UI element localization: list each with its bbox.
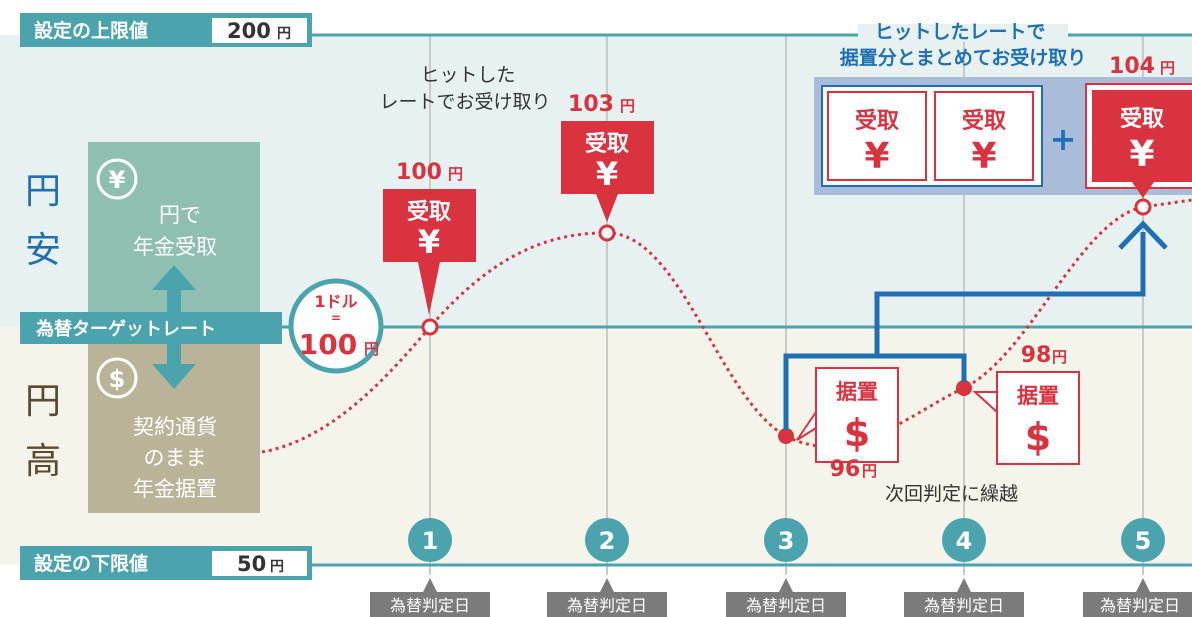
judgment-4: 4 xyxy=(942,518,986,562)
receive-text-5: 受取 xyxy=(1120,106,1164,132)
rate-label-3: 96 円 xyxy=(830,457,877,482)
judgment-tag-1-text: 為替判定日 xyxy=(390,596,470,615)
rate-2-unit: 円 xyxy=(620,97,635,115)
marker-1 xyxy=(421,318,439,336)
dollar-pillar-line1: 契約通貨 xyxy=(133,415,217,439)
hit-receive-line1: ヒットした xyxy=(420,64,515,86)
zone-strong-yen-2: 高 xyxy=(25,441,61,482)
marker-3 xyxy=(778,428,794,444)
rate-1-value: 100 xyxy=(396,160,442,185)
yen-pillar-line2: 年金受取 xyxy=(133,235,217,259)
marker-2 xyxy=(598,224,616,242)
judgment-2: 2 xyxy=(585,518,629,562)
zone-strong-yen-1: 円 xyxy=(25,381,61,422)
badge-equals: = xyxy=(331,311,341,325)
judgment-5: 5 xyxy=(1121,518,1165,562)
judgment-2-num: 2 xyxy=(599,527,616,555)
carry-over-text: 次回判定に繰越 xyxy=(885,483,1018,505)
target-rate-badge: 1ドル = 100 円 xyxy=(288,278,384,374)
deferral-path xyxy=(783,232,1146,430)
hit-lump-label-bg xyxy=(858,24,1068,42)
receive-text-1: 受取 xyxy=(407,199,451,225)
judgment-tag-3-text: 為替判定日 xyxy=(746,596,826,615)
rate-label-2: 103 円 xyxy=(568,92,635,117)
defer-text-4: 据置 xyxy=(1017,384,1059,408)
badge-value: 100 xyxy=(299,328,357,361)
rate-label-4: 98 円 xyxy=(1021,343,1067,368)
judgment-3: 3 xyxy=(764,518,808,562)
target-rate-label: 為替ターゲットレート xyxy=(20,312,282,344)
upper-limit-text: 設定の上限値 xyxy=(34,19,148,42)
deferred-receive-text-2: 受取 xyxy=(962,108,1006,134)
lower-limit-value: 50 xyxy=(237,552,266,576)
judgment-3-num: 3 xyxy=(778,527,795,555)
defer-callout-4: 据置 $ xyxy=(972,371,1080,465)
rate-label-1: 100 円 xyxy=(396,160,463,185)
badge-unit: 円 xyxy=(364,340,379,358)
judgment-tag-5: 為替判定日 xyxy=(1083,578,1192,617)
zone-weak-yen-1: 円 xyxy=(25,171,61,212)
yen-icon: ¥ xyxy=(864,136,889,177)
yen-icon: ¥ xyxy=(1129,134,1154,175)
rate-3-value: 96 xyxy=(830,457,861,482)
judgment-tag-2-text: 為替判定日 xyxy=(567,596,647,615)
receive-callout-2: 受取 ¥ xyxy=(561,121,654,222)
defer-text-3: 据置 xyxy=(836,380,878,404)
yen-circle-icon: ¥ xyxy=(109,166,126,194)
deferred-receive-text-1: 受取 xyxy=(855,108,899,134)
dollar-circle-icon: $ xyxy=(109,365,126,393)
judgment-tag-4-text: 為替判定日 xyxy=(924,596,1004,615)
judgment-tag-5-text: 為替判定日 xyxy=(1100,596,1180,615)
yen-icon: ¥ xyxy=(418,223,440,261)
rate-5-value: 104 xyxy=(1109,54,1155,79)
hit-lump-line2: 据置分とまとめてお受け取り xyxy=(840,46,1086,69)
hit-receive-line2: レートでお受け取り xyxy=(379,91,550,113)
rate-4-unit: 円 xyxy=(1052,348,1067,366)
defer-callout-3: 据置 $ xyxy=(796,367,899,463)
upper-limit-unit: 円 xyxy=(277,26,291,42)
judgment-1: 1 xyxy=(408,518,452,562)
zone-weak-yen-2: 安 xyxy=(25,230,61,271)
dollar-icon: $ xyxy=(1025,415,1051,459)
lump-sum-box: 受取 ¥ 受取 ¥ + 受取 ¥ xyxy=(814,77,1192,198)
receive-callout-1: 受取 ¥ xyxy=(383,189,476,315)
rate-5-unit: 円 xyxy=(1160,59,1175,77)
upper-limit-label: 設定の上限値 200 円 xyxy=(20,13,312,47)
rate-1-unit: 円 xyxy=(448,165,463,183)
rate-label-5: 104 円 xyxy=(1109,54,1175,79)
yen-icon: ¥ xyxy=(971,136,996,177)
lower-limit-label: 設定の下限値 50 円 xyxy=(20,546,312,580)
judgment-1-num: 1 xyxy=(422,527,439,555)
marker-5 xyxy=(1134,198,1152,216)
judgment-4-num: 4 xyxy=(956,527,973,555)
rate-4-value: 98 xyxy=(1021,343,1052,368)
plus-icon: + xyxy=(1050,120,1077,158)
dollar-pillar-line3: 年金据置 xyxy=(133,477,217,501)
lower-limit-unit: 円 xyxy=(270,559,284,575)
judgment-5-num: 5 xyxy=(1135,527,1152,555)
receive-text-2: 受取 xyxy=(585,131,629,157)
yen-pillar: ¥ 円で 年金受取 xyxy=(88,142,260,327)
judgment-tag-2: 為替判定日 xyxy=(547,578,667,617)
badge-one-dollar: 1ドル xyxy=(314,292,357,311)
dollar-pillar-line2: のまま xyxy=(144,446,207,470)
judgment-tag-4: 為替判定日 xyxy=(904,578,1024,617)
hit-lump-line1: ヒットしたレートで xyxy=(874,21,1045,43)
judgment-tag-3: 為替判定日 xyxy=(726,578,846,617)
yen-pillar-line1: 円で xyxy=(159,203,201,227)
rate-3-unit: 円 xyxy=(862,462,877,480)
judgment-tag-1: 為替判定日 xyxy=(370,578,490,617)
upper-limit-value: 200 xyxy=(227,19,271,43)
rate-2-value: 103 xyxy=(568,92,614,117)
up-arrow-icon xyxy=(1118,220,1168,250)
marker-4 xyxy=(956,380,972,396)
lower-limit-text: 設定の下限値 xyxy=(34,552,148,575)
yen-icon: ¥ xyxy=(596,155,618,193)
target-rate-text: 為替ターゲットレート xyxy=(36,318,216,340)
dollar-icon: $ xyxy=(844,411,870,455)
